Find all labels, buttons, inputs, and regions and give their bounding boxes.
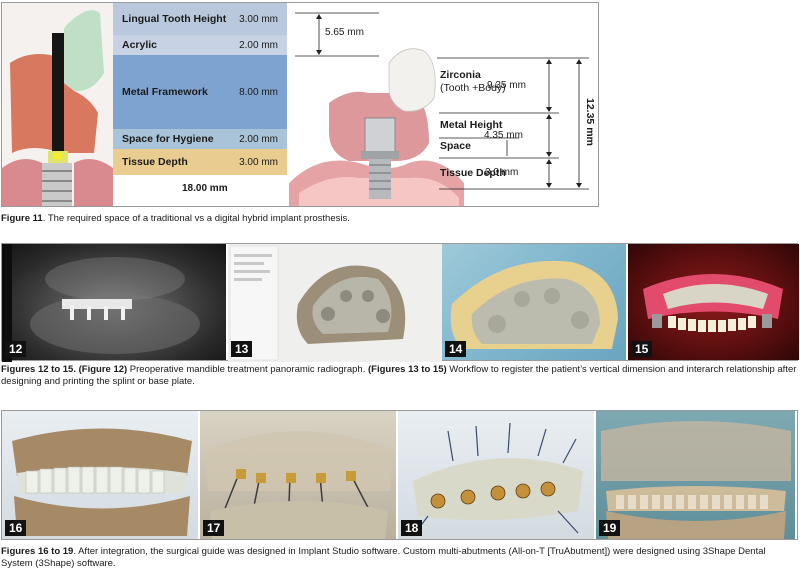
zirconia-label: Zirconia (Tooth +Body): [440, 69, 506, 95]
caption-bold: Figures 16 to 19: [1, 546, 74, 557]
figure-number: 18: [401, 520, 423, 536]
table-row: Space for Hygiene 2.00 mm: [113, 129, 287, 149]
surgical-guide-panel: 17: [200, 411, 398, 539]
row-value: 3.00 mm: [239, 156, 278, 168]
figures-12-15-strip: 12 13 14: [1, 243, 799, 362]
space-label: Space: [440, 140, 471, 152]
zirconia-subtitle: (Tooth +Body): [440, 82, 506, 94]
figure-number: 17: [203, 520, 225, 536]
final-design-image: [601, 421, 791, 539]
surgical-guide-image: [205, 431, 393, 539]
zirconia-value: 9.35 mm: [487, 80, 526, 91]
figures-16-19-strip: 16 17: [1, 410, 798, 540]
caption-text: . After integration, the surgical guide …: [1, 546, 766, 569]
tissue-depth-label: Tissue Depth: [440, 167, 506, 179]
figure-11-caption: Figure 11. The required space of a tradi…: [1, 213, 797, 225]
figure-number: 16: [5, 520, 27, 536]
wax-up-image: [12, 428, 192, 536]
row-label: Tissue Depth: [122, 156, 188, 168]
caption-text: Workflow to register the patient’s verti…: [1, 364, 797, 387]
intraoral-photo-panel: 15: [628, 244, 799, 360]
printed-splint-panel: 14: [442, 244, 628, 360]
figures-12-15-caption: Figures 12 to 15. (Figure 12) Preoperati…: [1, 364, 797, 388]
figure-number: 19: [599, 520, 621, 536]
row-label: Space for Hygiene: [122, 133, 214, 145]
digital-wax-up-panel: 16: [2, 411, 200, 539]
overall-height-value: 12.35 mm: [584, 98, 596, 146]
row-label: Lingual Tooth Height: [122, 13, 227, 25]
caption-text: Preoperative mandible treatment panorami…: [127, 364, 368, 375]
figure-number: 13: [231, 341, 253, 357]
table-row: Tissue Depth 3.00 mm: [113, 149, 287, 175]
digital-prosthesis-drawing: [289, 12, 589, 206]
metal-height-label: Metal Height: [440, 119, 503, 131]
table-row: Metal Framework 8.00 mm: [113, 55, 287, 129]
caption-bold: Figures 12 to 15. (Figure 12): [1, 364, 128, 375]
traditional-prosthesis-illustration: [2, 3, 113, 206]
gap-dimension-label: 5.65 mm: [325, 27, 364, 38]
table-row: Lingual Tooth Height 3.00 mm: [113, 3, 287, 35]
row-value: 3.00 mm: [239, 13, 278, 25]
radiograph-image: [2, 244, 200, 362]
figure-number: 15: [631, 341, 653, 357]
metal-height-value: 4.35 mm: [484, 130, 523, 141]
caption-bold: Figure 11: [1, 213, 43, 224]
tissue-depth-value: 3.0 mm: [485, 167, 519, 178]
row-value: 2.00 mm: [239, 39, 278, 51]
traditional-implant-drawing: [2, 3, 113, 206]
row-label: Metal Framework: [122, 86, 208, 98]
zirconia-title: Zirconia: [440, 69, 481, 81]
figure-11: Lingual Tooth Height 3.00 mm Acrylic 2.0…: [1, 2, 599, 207]
digital-scan-panel: 13: [228, 244, 442, 362]
final-design-panel: 19: [596, 411, 795, 539]
panoramic-radiograph-panel: 12: [2, 244, 228, 362]
splint-model-image: [450, 260, 618, 349]
figures-16-19-caption: Figures 16 to 19. After integration, the…: [1, 546, 797, 570]
row-value: 8.00 mm: [239, 86, 278, 98]
caption-bold: (Figures 13 to 15): [367, 364, 447, 375]
intraoral-image: [643, 274, 783, 332]
row-label: Acrylic: [122, 39, 158, 51]
figure-number: 14: [445, 341, 467, 357]
table-row: Acrylic 2.00 mm: [113, 35, 287, 55]
total-height: 18.00 mm: [182, 183, 228, 194]
abutment-design-panel: 18: [398, 411, 596, 539]
figure-number: 12: [5, 341, 27, 357]
abutment-design-image: [412, 422, 583, 537]
caption-text: . The required space of a traditional vs…: [42, 213, 350, 224]
row-value: 2.00 mm: [239, 133, 278, 145]
scan-software-image: [228, 244, 442, 362]
